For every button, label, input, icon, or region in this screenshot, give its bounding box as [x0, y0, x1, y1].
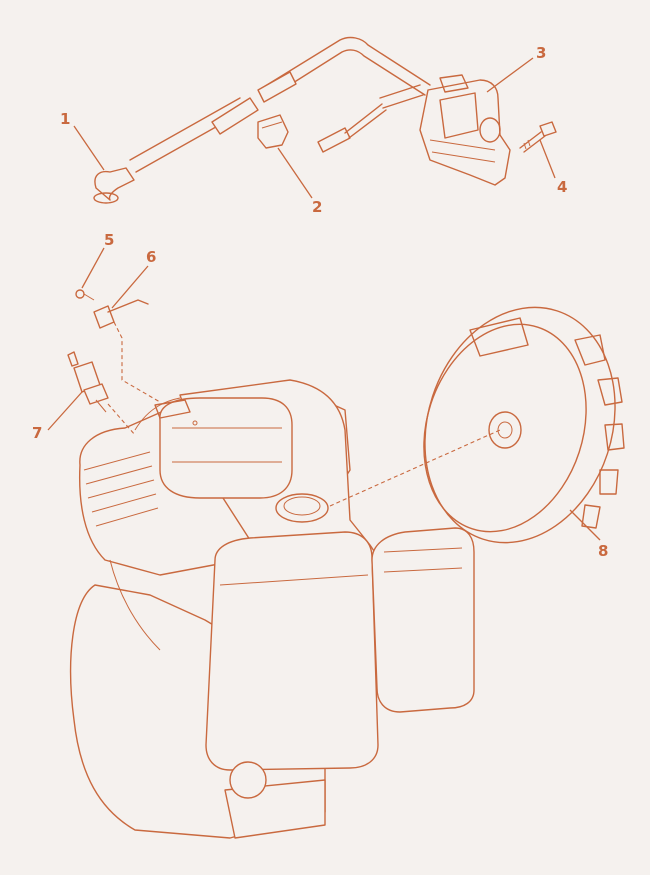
callout-5: 5 [104, 231, 114, 249]
spark-plug-lead [93, 36, 431, 204]
spark-plug [67, 351, 136, 436]
engine-assembly [69, 379, 475, 839]
callout-1: 1 [60, 110, 70, 128]
callout-3: 3 [536, 44, 546, 62]
callout-8: 8 [598, 542, 608, 560]
callout-4: 4 [557, 178, 567, 196]
callout-leaders [47, 57, 601, 541]
callout-2: 2 [312, 198, 322, 216]
wire-clip [257, 114, 289, 149]
coil-bolt [519, 121, 557, 153]
ignition-coil [419, 74, 511, 186]
callout-labels: 1 2 3 4 5 6 7 8 [32, 44, 608, 560]
flywheel-assembly-line [329, 429, 501, 507]
flywheel [423, 306, 625, 544]
callout-7: 7 [32, 424, 42, 442]
callout-6: 6 [146, 248, 156, 266]
stop-switch [75, 289, 161, 403]
